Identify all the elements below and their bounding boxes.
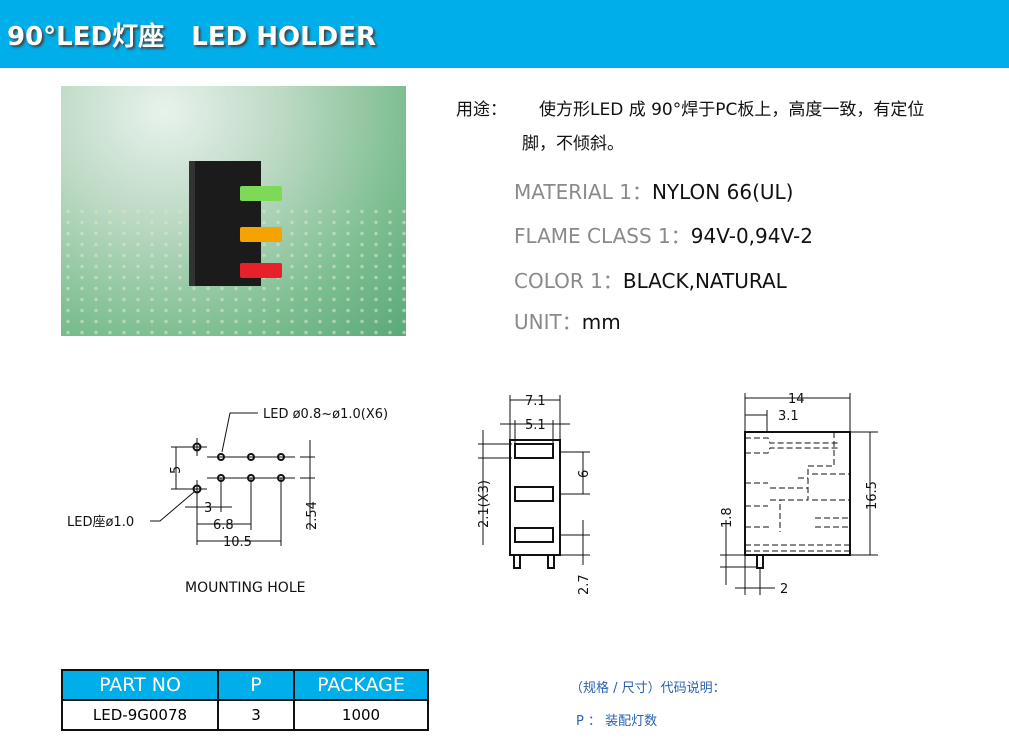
product-photo xyxy=(61,86,406,336)
spec-value: 94V-0,94V-2 xyxy=(690,224,813,248)
mounting-hole-caption: MOUNTING HOLE xyxy=(185,580,305,596)
spec-color: COLOR 1：BLACK,NATURAL xyxy=(514,265,787,294)
spec-material: MATERIAL 1：NYLON 66(UL) xyxy=(514,176,793,205)
spec-unit: UNIT：mm xyxy=(514,306,621,335)
table-header-row: PART NO P PACKAGE xyxy=(61,669,429,701)
dim-6-8: 6.8 xyxy=(213,518,234,533)
col-package: PACKAGE xyxy=(293,669,429,701)
dim-16-5: 16.5 xyxy=(865,481,880,510)
holder-hole-label: LED座ø1.0 xyxy=(67,515,134,530)
dim-3: 3 xyxy=(204,501,212,516)
dim-5-1: 5.1 xyxy=(525,418,546,433)
dim-6: 6 xyxy=(577,470,592,478)
dim-14: 14 xyxy=(788,392,805,407)
usage-line2: 脚，不倾斜。 xyxy=(522,134,624,154)
table-row: LED-9G0078 3 1000 xyxy=(61,699,429,731)
led-holder-image xyxy=(189,161,282,286)
spec-value: BLACK,NATURAL xyxy=(622,269,787,293)
spec-value: mm xyxy=(581,310,621,334)
cell-package: 1000 xyxy=(293,699,429,731)
front-view-drawing: 7.1 5.1 2.1(X3) 6 2.7 xyxy=(477,394,592,595)
spec-key: MATERIAL 1： xyxy=(514,180,652,204)
spec-value: NYLON 66(UL) xyxy=(651,180,794,204)
spec-key: UNIT： xyxy=(514,310,582,334)
header-bar: 90°LED灯座 LED HOLDER xyxy=(0,0,1009,68)
dim-7-1: 7.1 xyxy=(525,394,546,409)
technical-drawings: LED ø0.8~ø1.0(X6) LED座ø1.0 5 2.54 3 6.8 … xyxy=(67,392,880,597)
side-view-drawing: 14 3.1 16.5 1.8 2 xyxy=(720,392,880,597)
spec-key: COLOR 1： xyxy=(514,269,623,293)
cell-part-no: LED-9G0078 xyxy=(61,699,219,731)
dim-10-5: 10.5 xyxy=(223,535,252,550)
dim-2-1-x3: 2.1(X3) xyxy=(477,480,492,528)
code-note-p: P ： 装配灯数 xyxy=(576,714,658,729)
spec-flame-class: FLAME CLASS 1：94V-0,94V-2 xyxy=(514,220,813,249)
mounting-hole-drawing: LED ø0.8~ø1.0(X6) LED座ø1.0 5 2.54 3 6.8 … xyxy=(67,407,388,596)
col-part-no: PART NO xyxy=(61,669,219,701)
spec-key: FLAME CLASS 1： xyxy=(514,224,691,248)
usage-text: 用途： 使方形LED 成 90°焊于PC板上，高度一致，有定位 脚，不倾斜。 xyxy=(456,93,924,161)
usage-label: 用途： xyxy=(456,100,507,120)
led-hole-label: LED ø0.8~ø1.0(X6) xyxy=(263,407,388,422)
dim-3-1: 3.1 xyxy=(778,409,799,424)
cell-p: 3 xyxy=(217,699,295,731)
dim-2: 2 xyxy=(780,582,788,597)
col-p: P xyxy=(217,669,295,701)
part-table: PART NO P PACKAGE LED-9G0078 3 1000 xyxy=(61,669,429,731)
red-led xyxy=(240,263,282,278)
usage-line1: 使方形LED 成 90°焊于PC板上，高度一致，有定位 xyxy=(539,100,925,120)
amber-led xyxy=(240,227,282,242)
dim-1-8: 1.8 xyxy=(720,507,735,528)
code-note-title: （规格 / 尺寸）代码说明： xyxy=(570,681,726,696)
dim-5: 5 xyxy=(169,466,184,474)
page-title: 90°LED灯座 LED HOLDER xyxy=(7,22,377,52)
dim-2-7: 2.7 xyxy=(577,574,592,595)
dim-2-54: 2.54 xyxy=(305,501,320,530)
green-led xyxy=(240,186,282,201)
